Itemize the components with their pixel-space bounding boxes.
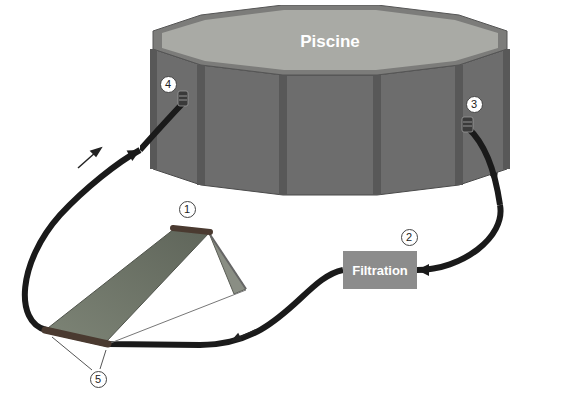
callout-number: 4: [160, 76, 177, 93]
pool-label: Piscine: [300, 32, 360, 52]
callout-number: 5: [90, 371, 107, 388]
callout-number: 2: [401, 229, 418, 246]
filtration-box: Filtration: [343, 251, 417, 289]
callout-number: 1: [179, 201, 196, 218]
pool: Piscine: [140, 5, 520, 205]
callout-number: 3: [466, 96, 483, 113]
water-hose: [417, 205, 501, 276]
filtration-label: Filtration: [352, 263, 408, 278]
